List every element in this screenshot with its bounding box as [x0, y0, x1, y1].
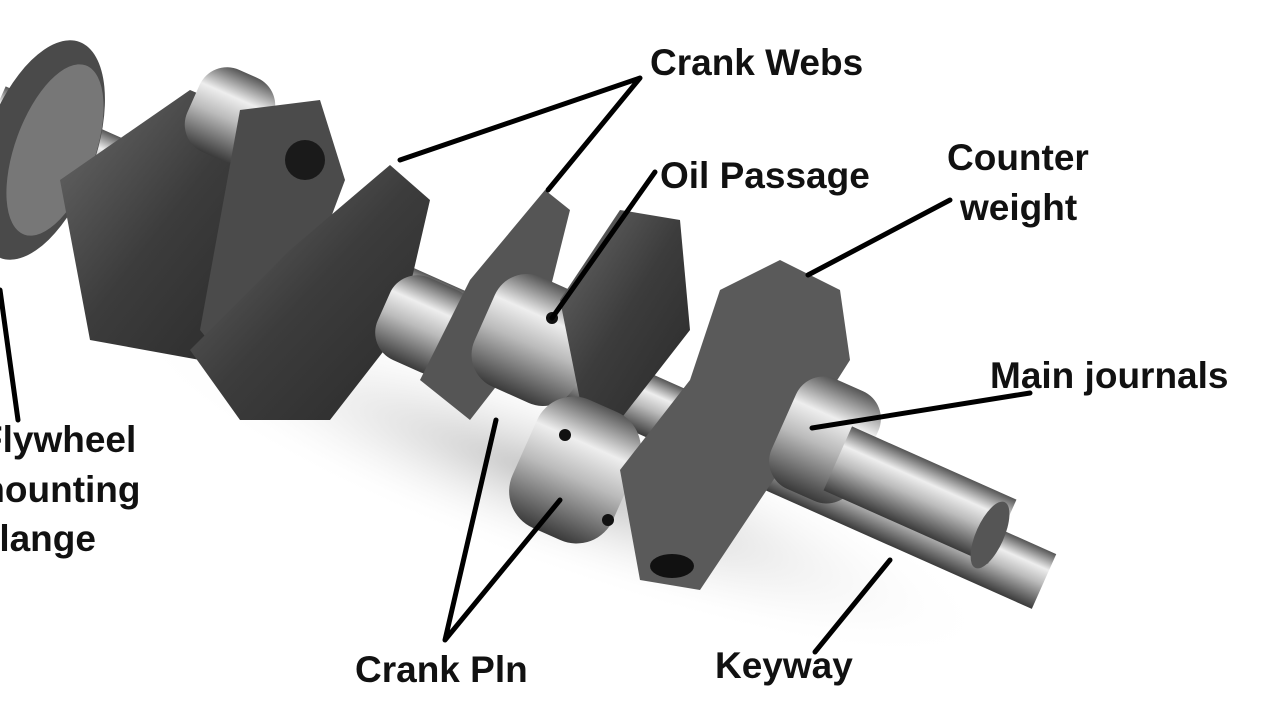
- leader-counter-weight: [805, 197, 953, 278]
- label-flywheel: Flywheel: [0, 419, 136, 460]
- leader-crank-webs: [397, 75, 643, 193]
- label-crank-pin: Crank Pln: [355, 649, 528, 690]
- label-keyway: Keyway: [715, 645, 853, 686]
- label-weight: weight: [959, 187, 1077, 228]
- label-oil-passage: Oil Passage: [660, 155, 870, 196]
- label-main-journals: Main journals: [990, 355, 1228, 396]
- label-mounting: mounting: [0, 469, 141, 510]
- crankshaft-image: [0, 40, 1057, 659]
- leader-lines: [0, 75, 1033, 655]
- label-counter: Counter: [947, 137, 1089, 178]
- leader-keyway: [812, 557, 893, 655]
- label-crank-webs: Crank Webs: [650, 42, 863, 83]
- leader-crank-pin: [442, 417, 563, 643]
- label-flange: flange: [0, 518, 96, 559]
- leader-oil-passage: [549, 169, 658, 321]
- leader-main-journals: [809, 390, 1033, 431]
- leader-flywheel: [0, 287, 21, 423]
